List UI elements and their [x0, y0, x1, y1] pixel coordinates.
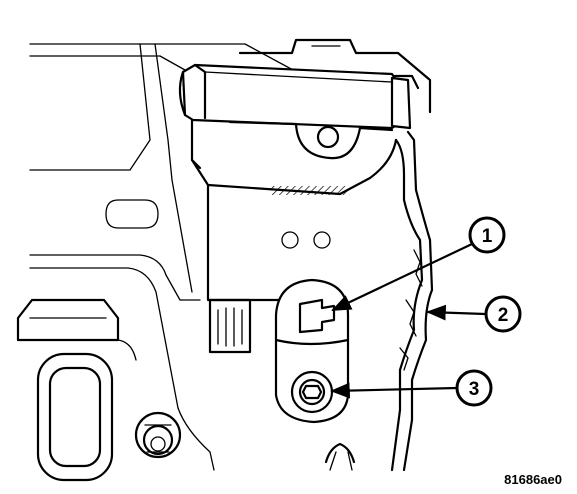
callout-3: 3 [330, 369, 493, 407]
hinge-barrel [178, 63, 412, 130]
lower-fastener [134, 411, 182, 459]
figure-code: 81686ae0 [504, 472, 562, 487]
hinge-bolt [290, 370, 334, 414]
clip [208, 298, 252, 354]
hinge-leaf [190, 118, 398, 302]
callout-1: 1 [331, 216, 506, 312]
callout-label: 3 [469, 379, 480, 400]
door-flange [390, 130, 434, 472]
callout-2: 2 [426, 295, 522, 333]
upper-bracket [238, 38, 432, 114]
callout-label: 2 [498, 305, 509, 326]
oval-opening [36, 352, 114, 482]
pad [16, 298, 120, 342]
adjustment-slot [298, 298, 336, 334]
callout-label: 1 [482, 226, 493, 247]
wire-clip [324, 442, 356, 471]
